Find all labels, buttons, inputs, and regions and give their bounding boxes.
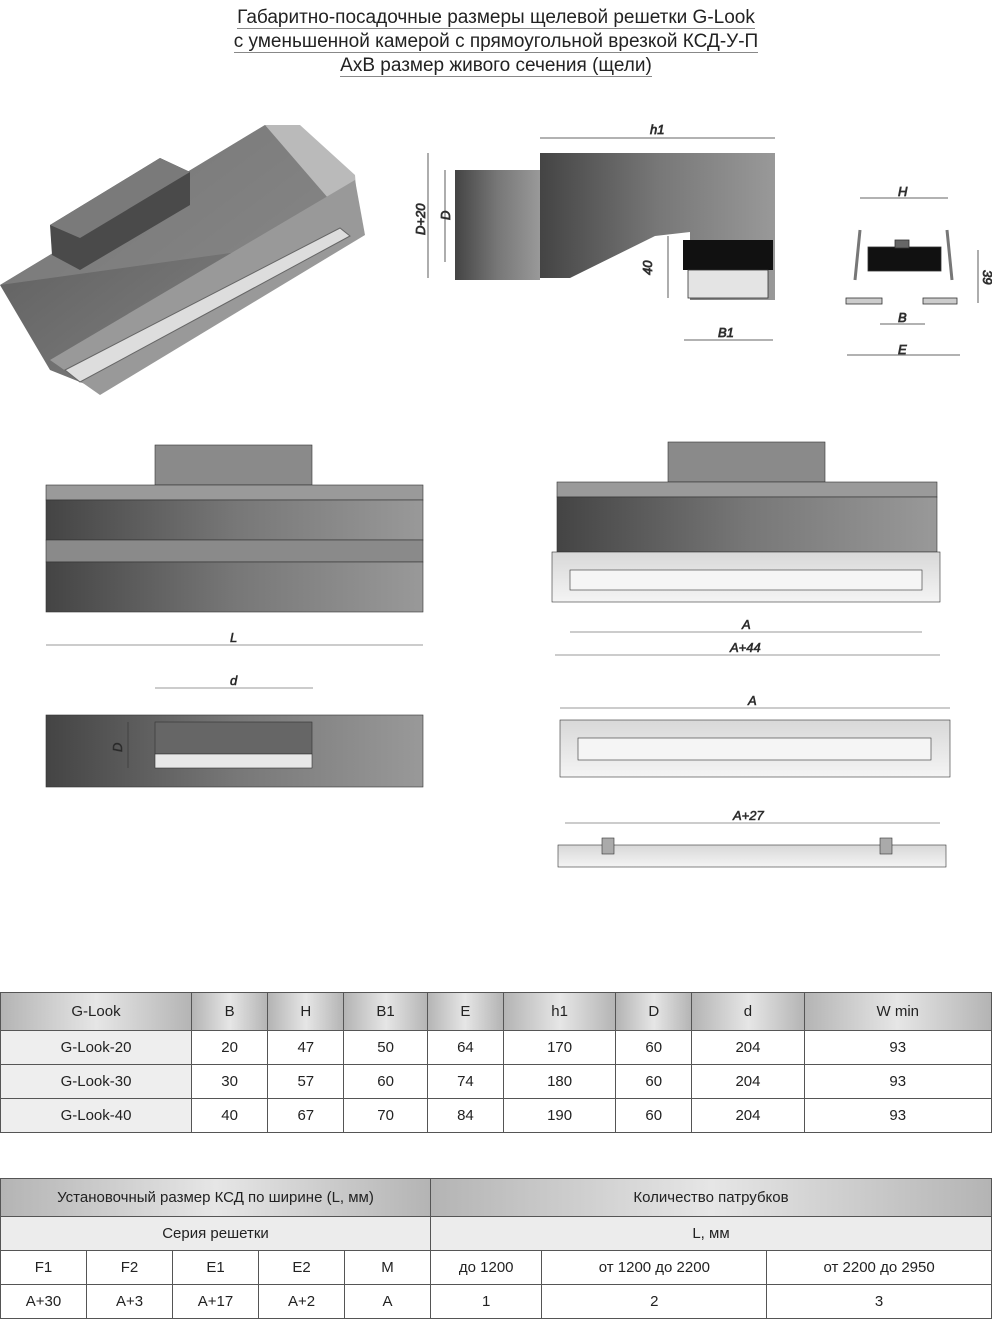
cell: 170 <box>503 1030 617 1065</box>
header-cell: G-Look <box>0 992 192 1031</box>
cell: 93 <box>803 1030 992 1065</box>
front-view-left: L <box>45 444 424 646</box>
svg-text:D+20: D+20 <box>413 203 428 235</box>
svg-text:E: E <box>898 342 907 357</box>
cell: 1 <box>429 1284 543 1319</box>
table-subheader-row: Серия решетки L, мм <box>0 1216 992 1251</box>
table-header-row: G-Look B H B1 E h1 D d W min <box>0 992 992 1031</box>
cell: E2 <box>258 1250 345 1285</box>
cell: 64 <box>426 1030 505 1065</box>
cell: 204 <box>691 1030 805 1065</box>
svg-text:B1: B1 <box>718 325 734 340</box>
cell: F2 <box>86 1250 173 1285</box>
cell: 60 <box>615 1098 693 1133</box>
svg-text:A: A <box>747 693 757 708</box>
cell: F1 <box>0 1250 87 1285</box>
cell: 84 <box>426 1098 505 1133</box>
svg-text:d: d <box>230 673 238 688</box>
cell: 67 <box>267 1098 345 1133</box>
svg-text:B: B <box>898 310 907 325</box>
cell: 20 <box>190 1030 269 1065</box>
cell: G-Look-20 <box>0 1030 192 1065</box>
svg-text:L: L <box>230 630 237 645</box>
cell: 47 <box>267 1030 345 1065</box>
header-cell: B <box>190 992 269 1031</box>
cell: 70 <box>343 1098 428 1133</box>
svg-text:39: 39 <box>980 270 992 284</box>
title-line-1: Габаритно-посадочные размеры щелевой реш… <box>237 7 755 29</box>
header-cell: D <box>615 992 693 1031</box>
cell: A+2 <box>258 1284 345 1319</box>
cell: 204 <box>691 1098 805 1133</box>
header-cell: E <box>426 992 505 1031</box>
cell: 60 <box>615 1064 693 1099</box>
isometric-view <box>0 125 365 395</box>
cell: 57 <box>267 1064 345 1099</box>
cell: G-Look-40 <box>0 1098 192 1133</box>
header-cell: h1 <box>503 992 617 1031</box>
cell: 3 <box>766 1284 992 1319</box>
front-view-right: A A+44 <box>551 441 941 656</box>
cross-section-view: H B E 39 <box>845 184 992 357</box>
cell: G-Look-30 <box>0 1064 192 1099</box>
svg-text:A+44: A+44 <box>729 640 761 655</box>
header-cell: d <box>691 992 805 1031</box>
subheader-cell: Серия решетки <box>0 1216 431 1251</box>
cell: 180 <box>503 1064 617 1099</box>
cell: A+3 <box>86 1284 173 1319</box>
cell: 2 <box>541 1284 768 1319</box>
cell: A+30 <box>0 1284 87 1319</box>
cell: A <box>344 1284 431 1319</box>
cell: от 2200 до 2950 <box>766 1250 992 1285</box>
table-row: F1 F2 E1 E2 M до 1200 от 1200 до 2200 от… <box>0 1250 992 1285</box>
title-line-3: AxB размер живого сечения (щели) <box>340 55 652 77</box>
grille-view: A A+27 <box>557 693 951 868</box>
svg-text:D: D <box>438 211 453 220</box>
header-cell: H <box>267 992 345 1031</box>
drawings: h1 D+20 D 40 B1 H B E 39 L A <box>0 122 992 868</box>
side-view: h1 D+20 D 40 B1 <box>413 122 775 341</box>
cell: 60 <box>615 1030 693 1065</box>
header-cell: Количество патрубков <box>430 1178 992 1217</box>
cell: E1 <box>172 1250 259 1285</box>
cell: от 1200 до 2200 <box>541 1250 768 1285</box>
cell: 93 <box>803 1098 992 1133</box>
header-cell: W min <box>803 992 992 1031</box>
cell: A+17 <box>172 1284 259 1319</box>
cell: 40 <box>190 1098 269 1133</box>
bottom-view-left: d D <box>45 673 424 788</box>
table-header-row: Установочный размер КСД по ширине (L, мм… <box>0 1178 992 1217</box>
cell: 50 <box>343 1030 428 1065</box>
installation-table: Установочный размер КСД по ширине (L, мм… <box>0 1178 992 1319</box>
cell: 204 <box>691 1064 805 1099</box>
cell: 190 <box>503 1098 617 1133</box>
table-row: A+30 A+3 A+17 A+2 A 1 2 3 <box>0 1284 992 1319</box>
header-cell: Установочный размер КСД по ширине (L, мм… <box>0 1178 431 1217</box>
cell: M <box>344 1250 431 1285</box>
cell: 60 <box>343 1064 428 1099</box>
cell: 30 <box>190 1064 269 1099</box>
subheader-cell: L, мм <box>430 1216 992 1251</box>
header-cell: B1 <box>343 992 428 1031</box>
cell: 74 <box>426 1064 505 1099</box>
svg-text:A: A <box>741 617 751 632</box>
cell: до 1200 <box>429 1250 543 1285</box>
svg-text:h1: h1 <box>650 122 664 137</box>
svg-text:40: 40 <box>640 260 655 275</box>
title-line-2: с уменьшенной камерой с прямоугольной вр… <box>233 31 759 53</box>
svg-text:D: D <box>110 743 125 752</box>
svg-text:A+27: A+27 <box>732 808 764 823</box>
cell: 93 <box>803 1064 992 1099</box>
svg-text:H: H <box>898 184 908 199</box>
